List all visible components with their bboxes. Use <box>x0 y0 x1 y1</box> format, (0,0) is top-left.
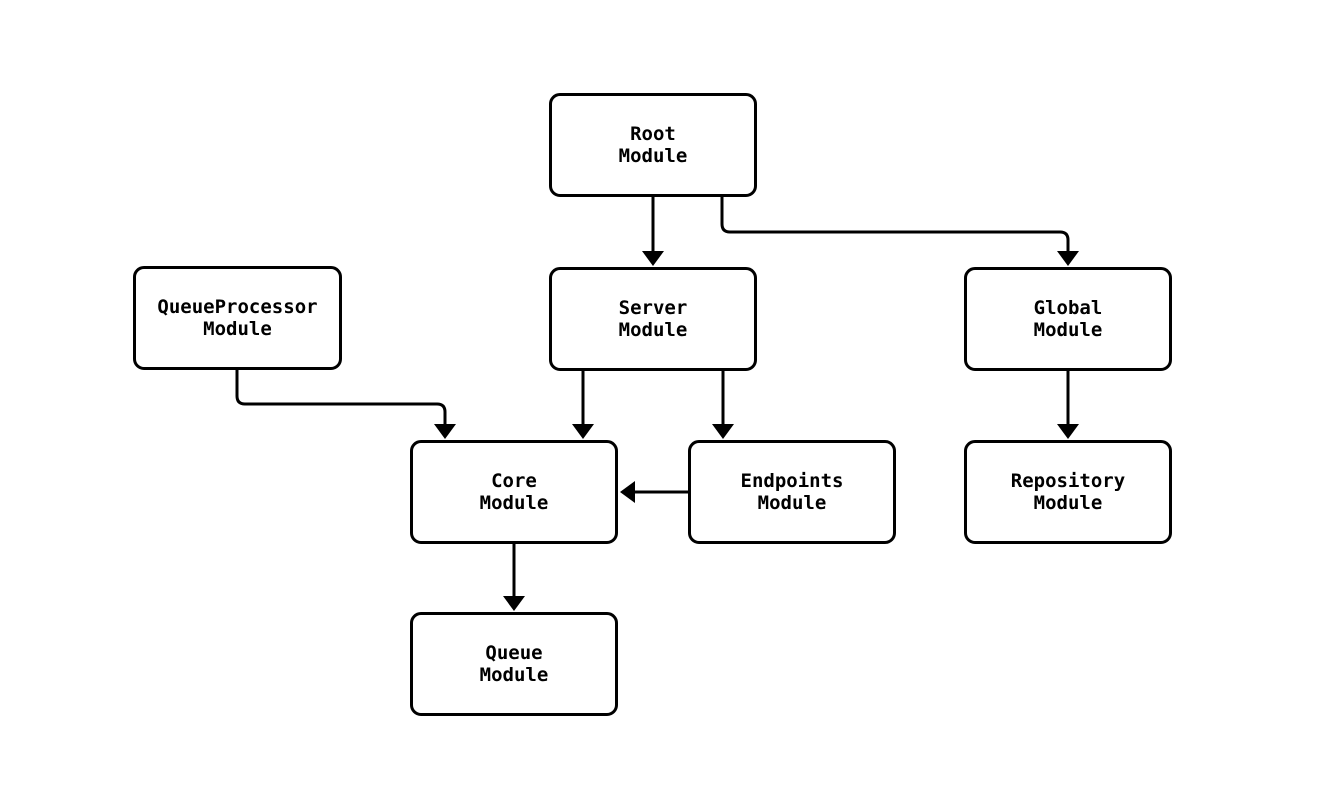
arrowhead-icon <box>712 424 734 439</box>
arrowhead-icon <box>1057 251 1079 266</box>
node-queueprocessor-module: QueueProcessor Module <box>133 266 342 370</box>
edge-GlobalModule-to-RepositoryModule <box>1057 371 1079 439</box>
node-root-module: Root Module <box>549 93 757 197</box>
edge-RootModule-to-GlobalModule <box>720 197 1079 266</box>
node-queue-module: Queue Module <box>410 612 618 716</box>
edge-EndpointsModule-to-CoreModule <box>620 481 688 503</box>
node-core-module: Core Module <box>410 440 618 544</box>
node-repository-module: Repository Module <box>964 440 1172 544</box>
node-global-module: Global Module <box>964 267 1172 371</box>
arrowhead-icon <box>1057 424 1079 439</box>
arrowhead-icon <box>503 596 525 611</box>
node-server-module: Server Module <box>549 267 757 371</box>
arrowhead-icon <box>642 251 664 266</box>
edge-ServerModule-to-EndpointsModule <box>712 371 734 439</box>
arrowhead-icon <box>620 481 635 503</box>
arrowhead-icon <box>434 424 456 439</box>
edge-RootModule-to-ServerModule <box>642 197 664 266</box>
edge-CoreModule-to-QueueModule <box>503 544 525 611</box>
edge-QueueProcessorModule-to-CoreModule <box>235 370 456 439</box>
arrowhead-icon <box>572 424 594 439</box>
edge-ServerModule-to-CoreModule <box>572 371 594 439</box>
node-endpoints-module: Endpoints Module <box>688 440 896 544</box>
